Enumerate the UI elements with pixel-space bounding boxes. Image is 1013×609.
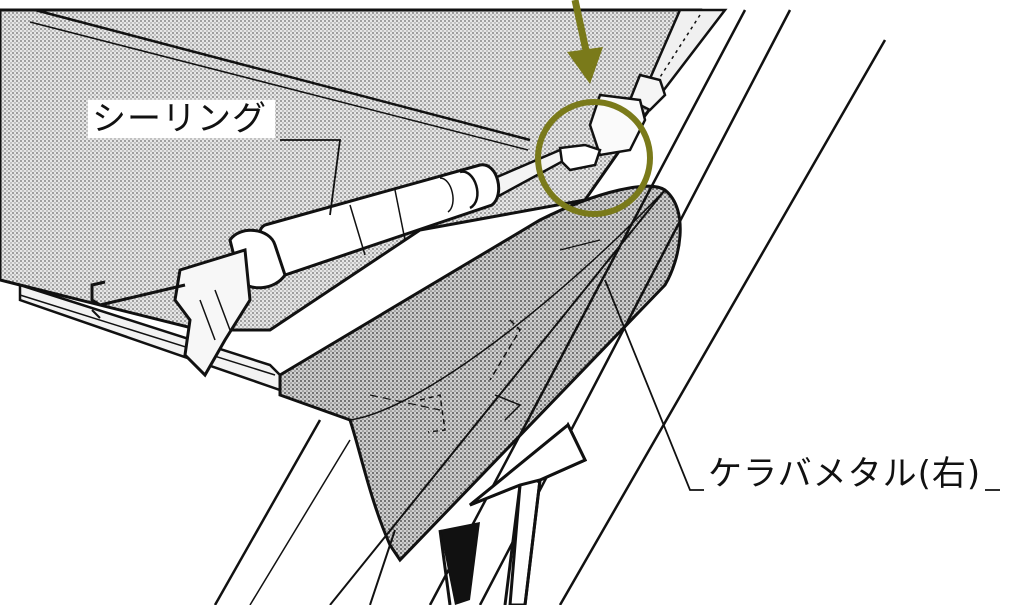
arrow-down-icon bbox=[567, 0, 603, 84]
roof-panel bbox=[0, 8, 703, 392]
arrow-down-solid-icon bbox=[438, 522, 480, 606]
fascia-lines bbox=[213, 9, 887, 606]
arrow-up-outline-icon bbox=[469, 421, 588, 607]
edge-trim bbox=[588, 8, 728, 157]
keraba-metal-piece bbox=[278, 184, 682, 563]
caulking-gun-icon bbox=[90, 143, 602, 378]
sealing-label: シーリング bbox=[88, 100, 275, 138]
sealing-leader-line bbox=[280, 139, 342, 216]
keraba-metal-label: ケラバメタル(右) bbox=[704, 455, 986, 493]
circle-highlight-icon bbox=[535, 99, 653, 217]
